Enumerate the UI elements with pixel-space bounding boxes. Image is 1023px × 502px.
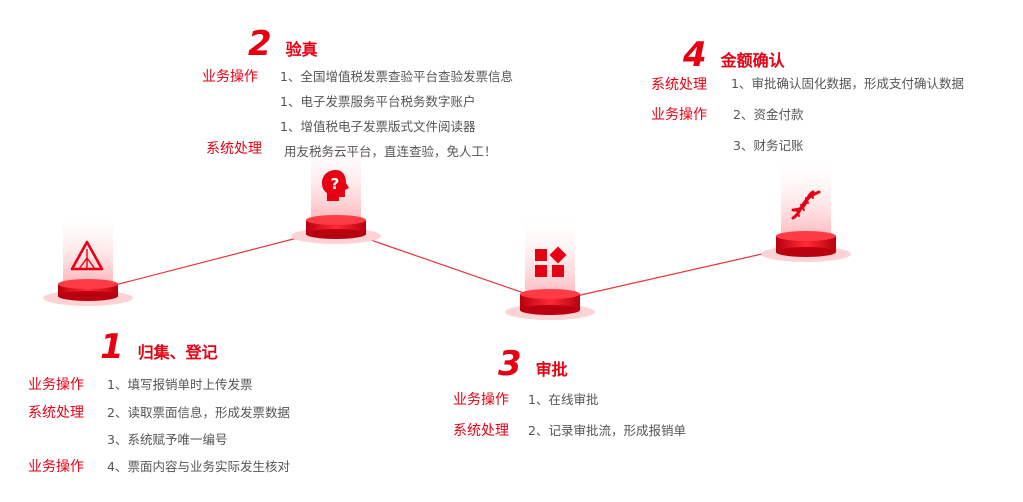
pedestal-step-1 (33, 180, 143, 310)
step-3-item-1: 1、在线审批 (528, 392, 599, 407)
question-head-icon: ? (322, 170, 349, 201)
step-4-role-1: 系统处理 (651, 77, 707, 93)
step-1-item-1: 1、填写报销单时上传发票 (107, 377, 253, 392)
step-1-name: 归集、登记 (137, 343, 218, 362)
step-4-name: 金额确认 (720, 51, 785, 70)
step-3-item-2: 2、记录审批流，形成报销单 (528, 423, 686, 438)
step-1-role-3: 业务操作 (28, 459, 84, 475)
step-1-item-4: 4、票面内容与业务实际发生核对 (107, 459, 290, 474)
dna-icon (791, 190, 821, 220)
step-2-item-2: 1、电子发票服务平台税务数字账户 (280, 94, 476, 109)
step-1-number: 1 (100, 327, 124, 367)
step-1-role-2: 系统处理 (28, 405, 84, 421)
step-2-role-2: 系统处理 (206, 141, 262, 157)
pedestal-step-2: ? (281, 118, 391, 248)
step-3-name: 审批 (535, 360, 568, 379)
step-1-item-2: 2、读取票面信息，形成发票数据 (107, 405, 290, 420)
step-1-role-1: 业务操作 (28, 377, 84, 393)
step-2-item-4: 用友税务云平台，直连查验，免人工！ (284, 144, 497, 159)
step-2-title: 2 验真 (248, 27, 318, 61)
pedestal-step-3 (495, 194, 605, 324)
step-4-item-2: 2、资金付款 (733, 107, 804, 122)
pedestal-step-4 (751, 136, 861, 266)
step-3-number: 3 (498, 344, 522, 384)
step-3-title: 3 审批 (498, 347, 568, 381)
step-3-role-1: 业务操作 (453, 392, 509, 408)
step-4-title: 4 金额确认 (683, 38, 785, 72)
step-2-name: 验真 (285, 40, 318, 59)
step-1-item-3: 3、系统赋予唯一编号 (107, 432, 228, 447)
step-4-role-2: 业务操作 (651, 107, 707, 123)
warning-triangle-icon (70, 240, 104, 271)
step-4-number: 4 (683, 35, 707, 75)
svg-text:?: ? (331, 175, 340, 193)
step-4-item-3: 3、财务记账 (733, 138, 804, 153)
step-2-number: 2 (248, 24, 272, 64)
step-1-title: 1 归集、登记 (100, 330, 218, 364)
step-2-item-1: 1、全国增值税发票查验平台查验发票信息 (280, 69, 513, 84)
step-4-item-1: 1、审批确认固化数据，形成支付确认数据 (731, 76, 964, 91)
apps-grid-icon (535, 246, 567, 277)
step-2-role-1: 业务操作 (202, 69, 258, 85)
step-2-item-3: 1、增值税电子发票版式文件阅读器 (280, 119, 476, 134)
step-3-role-2: 系统处理 (453, 423, 509, 439)
